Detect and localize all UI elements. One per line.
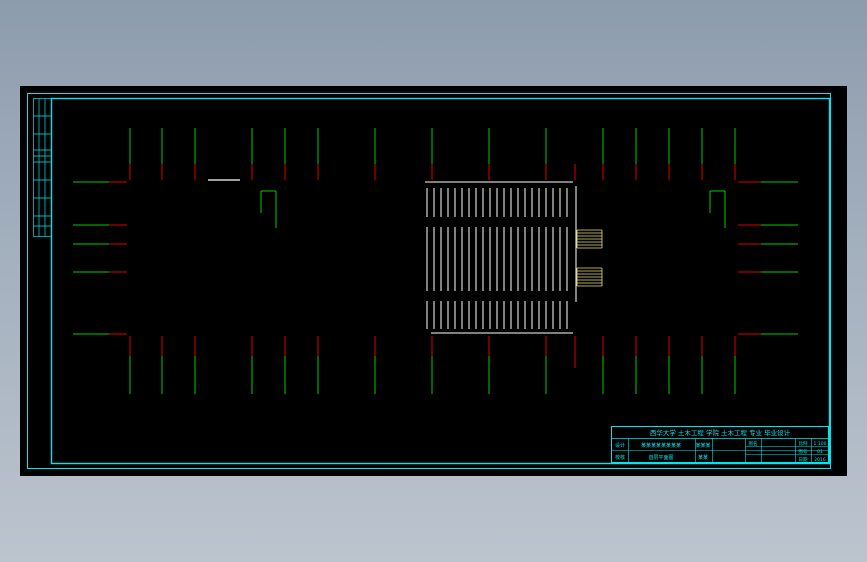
title-block-label-designer: 设计 — [615, 442, 625, 449]
title-block-drawing-title: 某某某某某某某某 — [641, 443, 681, 449]
floor-plan — [73, 128, 798, 394]
title-block: 西华大学 土木工程 学院 土木工程 专业 毕业设计 设计 校核 某某某某某某某某… — [611, 426, 829, 463]
cad-viewport[interactable]: 西华大学 土木工程 学院 土木工程 专业 毕业设计 设计 校核 某某某某某某某某… — [20, 86, 847, 476]
title-block-sub-title: 首层平面图 — [648, 454, 673, 461]
title-block-date-label: 日期 — [799, 457, 808, 463]
title-block-sheet-value: 01 — [817, 449, 823, 455]
title-block-checker-value: 某某 — [698, 455, 708, 461]
title-block-date-value: 2016 — [814, 457, 826, 463]
outer-frame — [27, 93, 831, 469]
title-block-scale-value: 1:100 — [814, 441, 827, 447]
title-block-designer-value: 某某某 — [695, 443, 710, 449]
title-block-sheet-label: 图号 — [799, 449, 808, 455]
cad-drawing[interactable]: 西华大学 土木工程 学院 土木工程 专业 毕业设计 设计 校核 某某某某某某某某… — [20, 86, 847, 476]
revision-table — [33, 98, 52, 237]
title-block-label-drawing: 图名 — [749, 440, 758, 447]
title-block-label-checker: 校核 — [615, 454, 625, 461]
title-block-scale-label: 比例 — [799, 440, 808, 447]
inner-frame — [50, 97, 831, 465]
title-block-header: 西华大学 土木工程 学院 土木工程 专业 毕业设计 — [650, 428, 791, 437]
